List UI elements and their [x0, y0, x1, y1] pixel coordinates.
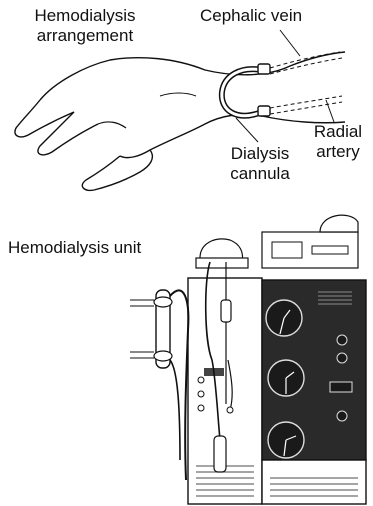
- hemodialysis-unit-label: Hemodialysis unit: [8, 238, 141, 258]
- dome-speaker: [320, 215, 358, 232]
- cephalic-vein-label: Cephalic vein: [200, 6, 302, 26]
- filter-cartridge: [214, 436, 226, 472]
- blood-line-top: [130, 300, 154, 306]
- arrangement-label: Hemodialysis arrangement: [30, 6, 140, 45]
- radial-label-line2: artery: [310, 142, 366, 162]
- dialysis-label-line1: Dialysis: [222, 144, 298, 164]
- dialyzer-cap-top: [154, 297, 172, 307]
- left-knob-1: [198, 377, 204, 383]
- arrangement-label-line2: arrangement: [30, 26, 140, 46]
- left-knob-2: [198, 391, 204, 397]
- left-knob-3: [198, 405, 204, 411]
- machine-base: [262, 460, 366, 504]
- radial-artery-label: Radial artery: [310, 122, 366, 161]
- dialyzer-hose-2: [170, 360, 180, 460]
- radial-label-line1: Radial: [310, 122, 366, 142]
- panel-knob-1: [337, 335, 347, 345]
- dialysis-cannula-label: Dialysis cannula: [222, 144, 298, 183]
- panel-knob-2: [337, 353, 347, 363]
- tube-clamp: [227, 407, 233, 413]
- dial-3: [268, 422, 304, 458]
- panel-display: [330, 382, 352, 392]
- panel-knob-3: [337, 411, 347, 421]
- arrangement-label-line1: Hemodialysis: [30, 6, 140, 26]
- pump-body-top: [196, 258, 248, 268]
- drip-chamber: [221, 300, 231, 322]
- dial-2: [268, 360, 304, 396]
- dial-1: [266, 300, 302, 336]
- dialysis-label-line2: cannula: [222, 164, 298, 184]
- monitor-window: [272, 242, 302, 258]
- dialyzer-cap-bottom: [154, 351, 172, 361]
- blood-line-bottom: [130, 352, 154, 358]
- monitor-slot: [312, 246, 348, 254]
